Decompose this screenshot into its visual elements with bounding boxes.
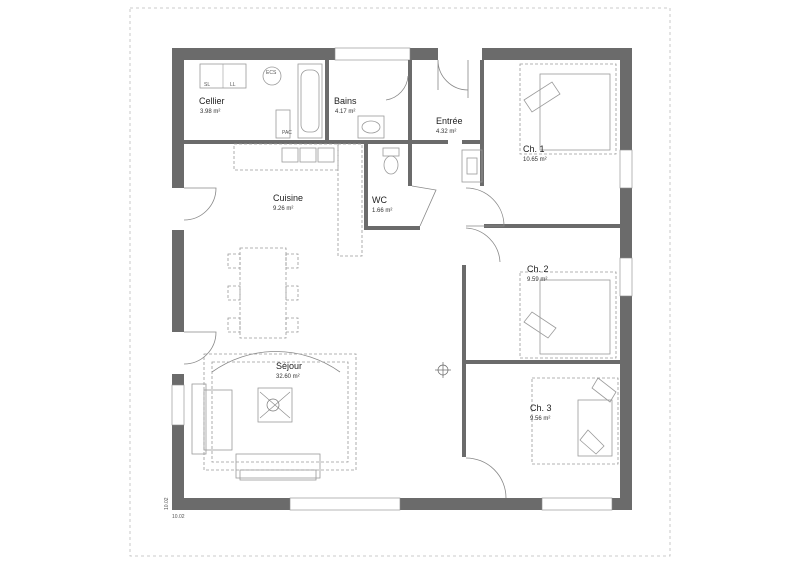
room-area-bains: 4.17 m² — [335, 109, 355, 115]
dimension-height: 10.02 — [164, 497, 170, 510]
room-area-cuisine: 9.26 m² — [273, 206, 293, 212]
side-door-opening — [172, 188, 184, 230]
room-name-wc: WC — [372, 195, 387, 205]
room-area-ch1: 10.65 m² — [523, 157, 547, 163]
sejour-door-opening — [172, 332, 184, 374]
washing-machine-label: SL — [204, 82, 210, 88]
room-area-ch2: 9.59 m² — [527, 277, 547, 283]
interior-walls — [180, 60, 620, 457]
room-name-entree: Entrée — [436, 116, 463, 126]
room-labels: Cellier 3.98 m² Bains 4.17 m² Entrée 4.3… — [199, 96, 552, 422]
room-area-sejour: 32.60 m² — [276, 374, 300, 380]
doors — [183, 59, 507, 499]
crosshair-icon — [435, 362, 451, 378]
room-name-cellier: Cellier — [199, 96, 225, 106]
room-area-cellier: 3.98 m² — [200, 109, 220, 115]
room-name-ch3: Ch. 3 — [530, 403, 552, 413]
room-area-entree: 4.32 m² — [436, 129, 456, 135]
cellier-appliances: SL LL ECS PAC — [199, 63, 292, 139]
wc-toilet — [382, 147, 400, 175]
exterior-walls — [172, 48, 632, 510]
room-area-wc: 1.66 m² — [372, 208, 392, 214]
dimension-width: 10.02 — [172, 514, 185, 520]
room-name-ch2: Ch. 2 — [527, 264, 549, 274]
bathroom-fixtures — [297, 63, 385, 139]
room-area-ch3: 9.56 m² — [530, 416, 550, 422]
bed-ch3 — [531, 377, 619, 465]
plot-boundary — [129, 7, 671, 557]
bed-ch2 — [519, 271, 617, 359]
bed-ch1 — [461, 63, 617, 183]
heat-pump-label: PAC — [282, 130, 292, 136]
kitchen-units — [233, 143, 363, 257]
room-name-ch1: Ch. 1 — [523, 144, 545, 154]
water-heater-label: ECS — [266, 70, 277, 76]
room-name-cuisine: Cuisine — [273, 193, 303, 203]
living-room-furniture — [191, 353, 357, 481]
room-name-bains: Bains — [334, 96, 357, 106]
windows — [171, 47, 633, 511]
room-name-sejour: Séjour — [276, 361, 302, 371]
dishwasher-label: LL — [230, 82, 236, 88]
dining-table — [227, 247, 299, 339]
